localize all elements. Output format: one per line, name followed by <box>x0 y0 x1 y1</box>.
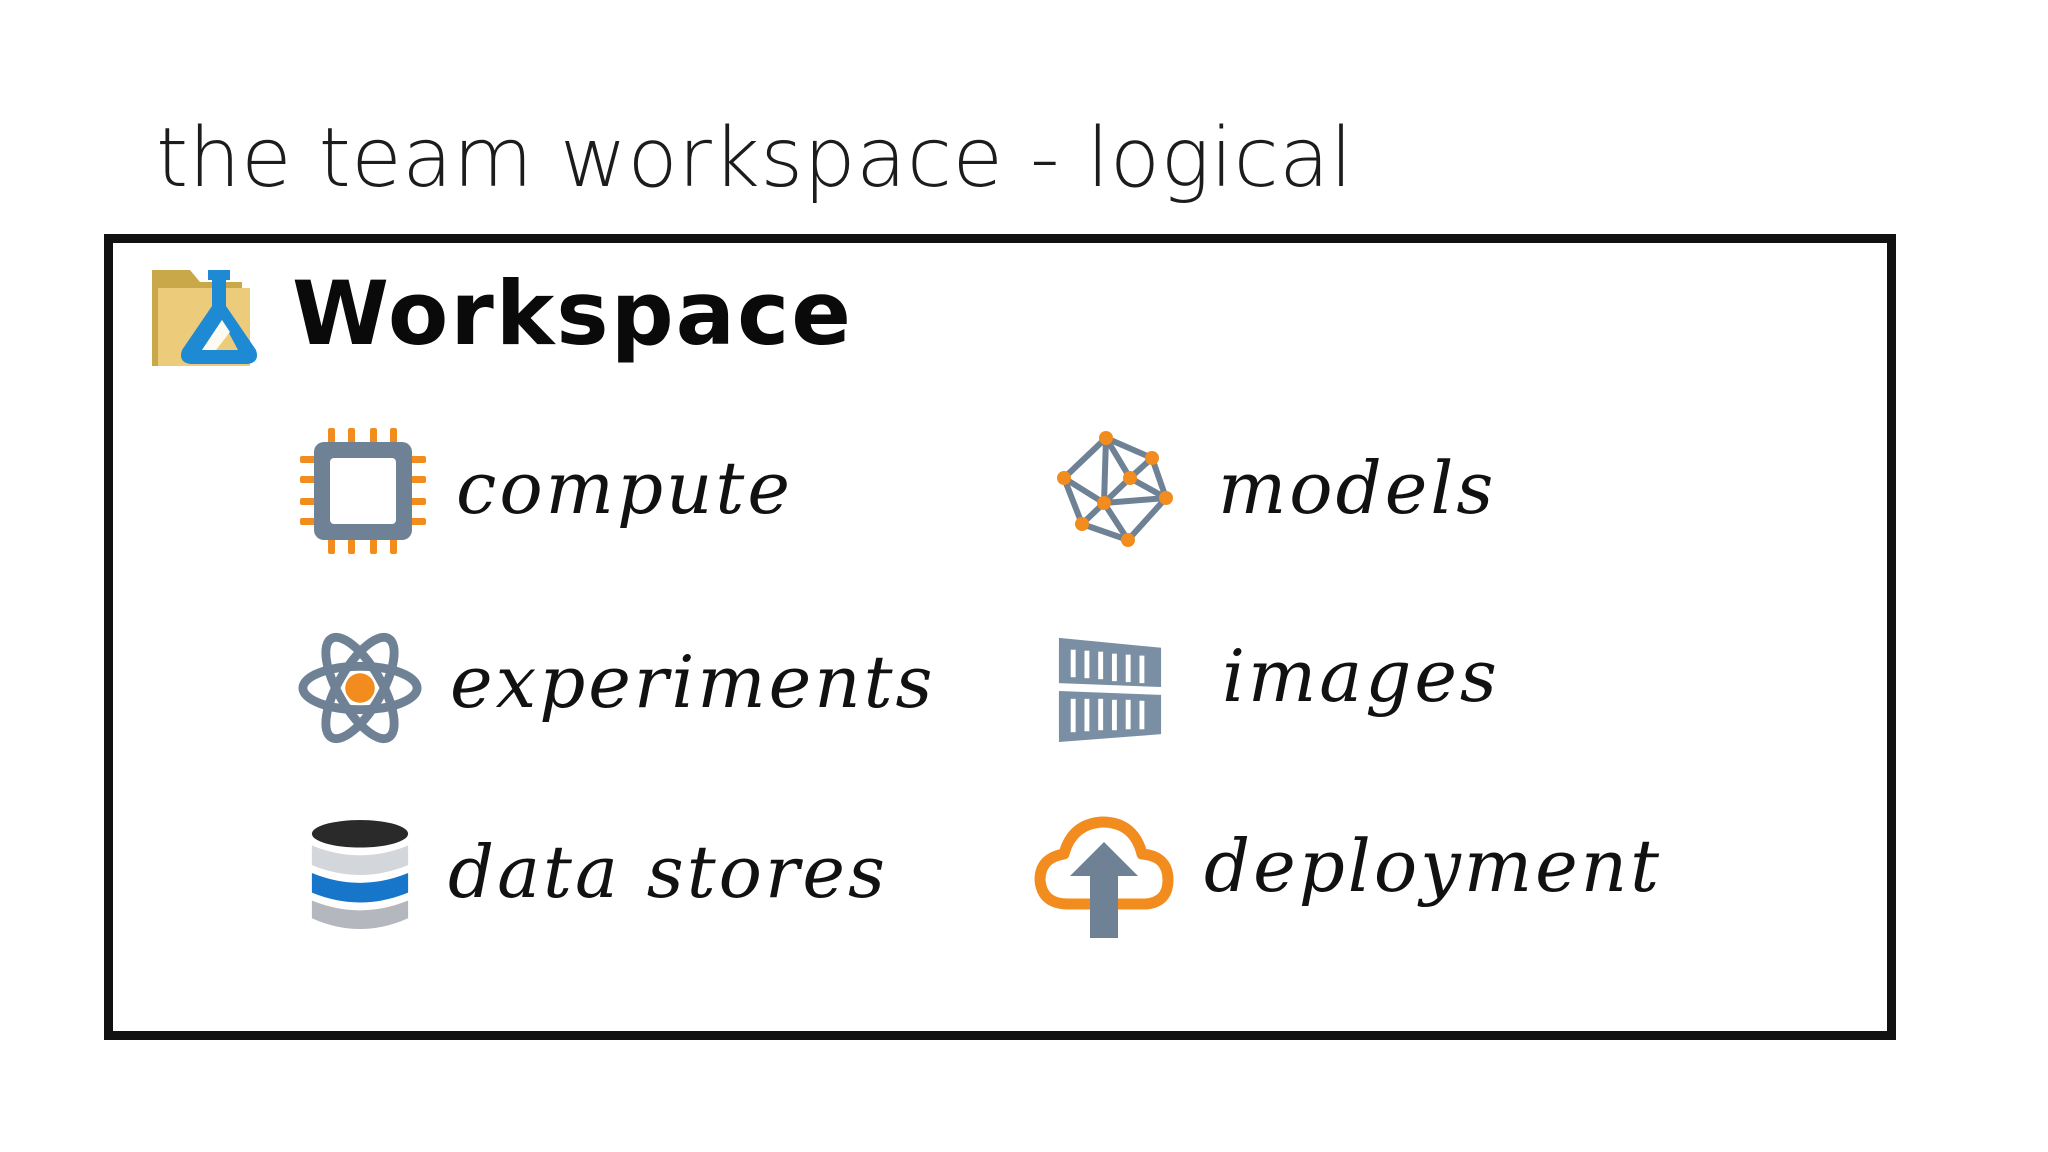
deployment-label: deployment <box>1204 824 1663 908</box>
models-label: models <box>1218 446 1497 530</box>
experiments-label: experiments <box>450 640 936 724</box>
workspace-label: Workspace <box>292 262 853 365</box>
model-network-icon <box>1057 431 1173 547</box>
database-icon <box>311 820 409 929</box>
slide-title: the team workspace - logical <box>156 111 1354 206</box>
images-label: images <box>1222 634 1500 718</box>
workspace-folder-flask-icon <box>152 270 257 366</box>
cloud-upload-icon <box>1034 816 1174 938</box>
data-stores-label: data stores <box>448 830 888 914</box>
container-icon <box>1058 637 1162 743</box>
compute-label: compute <box>456 446 793 530</box>
workspace-frame <box>104 234 1896 1040</box>
cpu-chip-icon <box>300 428 426 554</box>
atom-icon <box>298 632 422 744</box>
